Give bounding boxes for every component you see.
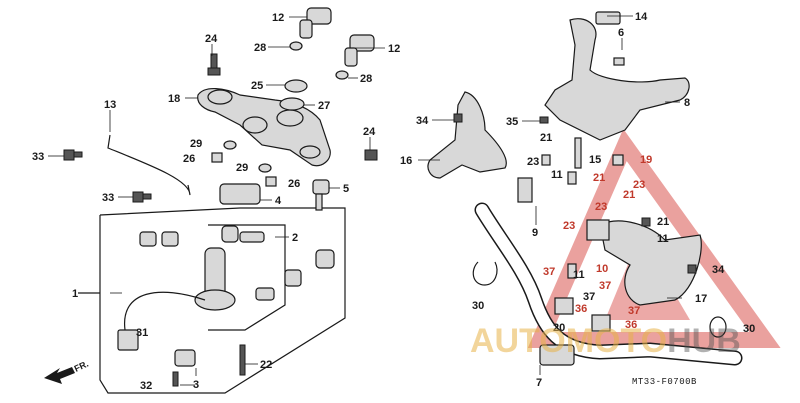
callout-11b: 11 — [657, 233, 669, 245]
callout-37a: 37 — [543, 266, 555, 278]
nut-26b — [265, 176, 277, 187]
nut-29a — [223, 140, 237, 150]
callout-labels: 1 2 3 4 5 6 7 8 9 10 11 11 11 12 12 13 1… — [32, 11, 755, 392]
callout-12a: 12 — [272, 12, 284, 24]
callout-23a: 23 — [527, 156, 539, 168]
callout-32: 32 — [140, 380, 152, 392]
key-5 — [312, 179, 330, 211]
callout-37b: 37 — [599, 280, 611, 292]
callout-24a: 24 — [205, 33, 218, 45]
ignition-switch-box — [78, 207, 346, 394]
callout-33a: 33 — [32, 151, 44, 163]
callout-11c: 11 — [573, 269, 585, 281]
nut-26a — [211, 152, 223, 163]
callout-23c: 23 — [595, 201, 607, 213]
callout-35: 35 — [506, 116, 518, 128]
callout-18: 18 — [168, 93, 180, 105]
callout-30a: 30 — [472, 300, 484, 312]
callout-10: 10 — [596, 263, 608, 275]
front-direction-arrow — [44, 367, 75, 384]
callout-6: 6 — [618, 27, 624, 39]
callout-34b: 34 — [712, 264, 725, 276]
callout-37d: 37 — [628, 305, 640, 317]
callout-12b: 12 — [388, 43, 400, 55]
callout-11a: 11 — [551, 169, 563, 181]
callout-16: 16 — [400, 155, 412, 167]
nut-29b — [258, 163, 272, 173]
watermark-text: AUTOMOTOHUB — [470, 322, 741, 360]
callout-3: 3 — [193, 379, 199, 391]
part-4 — [219, 183, 261, 205]
callout-36a: 36 — [575, 303, 587, 315]
callout-21a: 21 — [540, 132, 552, 144]
callout-26b: 26 — [288, 178, 300, 190]
callout-21d: 21 — [657, 216, 669, 228]
callout-9: 9 — [532, 227, 538, 239]
front-label: FR. — [73, 359, 90, 374]
callout-5: 5 — [343, 183, 349, 195]
callout-23d: 23 — [563, 220, 575, 232]
bolt-33-upper — [63, 149, 83, 161]
leader-lines — [48, 15, 682, 386]
callout-28b: 28 — [360, 73, 372, 85]
callout-26a: 26 — [183, 153, 195, 165]
callout-27: 27 — [318, 100, 330, 112]
washer-28b — [335, 70, 349, 80]
callout-22: 22 — [260, 359, 272, 371]
diagram-code: MT33-F0700B — [632, 377, 697, 387]
upper-bracket-8 — [544, 11, 690, 141]
cable-13 — [107, 134, 191, 196]
callout-15: 15 — [589, 154, 601, 166]
bolt-24-left — [207, 53, 221, 76]
callout-23b: 23 — [633, 179, 645, 191]
callout-36b: 36 — [625, 319, 637, 331]
callout-25: 25 — [251, 80, 263, 92]
clamp-30-left — [472, 261, 498, 286]
callout-30b: 30 — [743, 323, 755, 335]
washer-28a — [289, 41, 303, 51]
callout-33b: 33 — [102, 192, 114, 204]
callout-2: 2 — [292, 232, 298, 244]
callout-21b: 21 — [593, 172, 605, 184]
callout-4: 4 — [275, 195, 282, 207]
lower-bracket-17 — [599, 220, 702, 306]
callout-13: 13 — [104, 99, 116, 111]
watermark-part-3: HUB — [667, 322, 741, 360]
callout-34a: 34 — [416, 115, 429, 127]
callout-29a: 29 — [190, 138, 202, 150]
callout-14: 14 — [635, 11, 648, 23]
callout-17: 17 — [695, 293, 707, 305]
callout-20: 20 — [553, 322, 565, 334]
bracket-16 — [427, 91, 507, 179]
callout-28a: 28 — [254, 42, 266, 54]
watermark-part-1: AUTO — [470, 322, 566, 360]
bolt-24-right — [364, 149, 378, 161]
washer-25 — [284, 79, 308, 93]
callout-29b: 29 — [236, 162, 248, 174]
bolt-33-lower — [132, 191, 152, 203]
clamp-30-right — [709, 316, 727, 338]
callout-8: 8 — [684, 97, 690, 109]
callout-21c: 21 — [623, 189, 635, 201]
callout-7: 7 — [536, 377, 542, 389]
ignition-switch — [117, 225, 335, 387]
watermark-part-2: MOTO — [566, 322, 667, 360]
callout-37c: 37 — [583, 291, 595, 303]
callout-24b: 24 — [363, 126, 376, 138]
callout-1: 1 — [72, 288, 78, 300]
fastener-set-right — [453, 113, 697, 332]
handle-bar-7 — [474, 202, 743, 366]
callout-19: 19 — [640, 154, 652, 166]
washer-27 — [279, 97, 305, 111]
handlebar-holder-upper — [299, 7, 375, 67]
callout-31: 31 — [136, 327, 148, 339]
